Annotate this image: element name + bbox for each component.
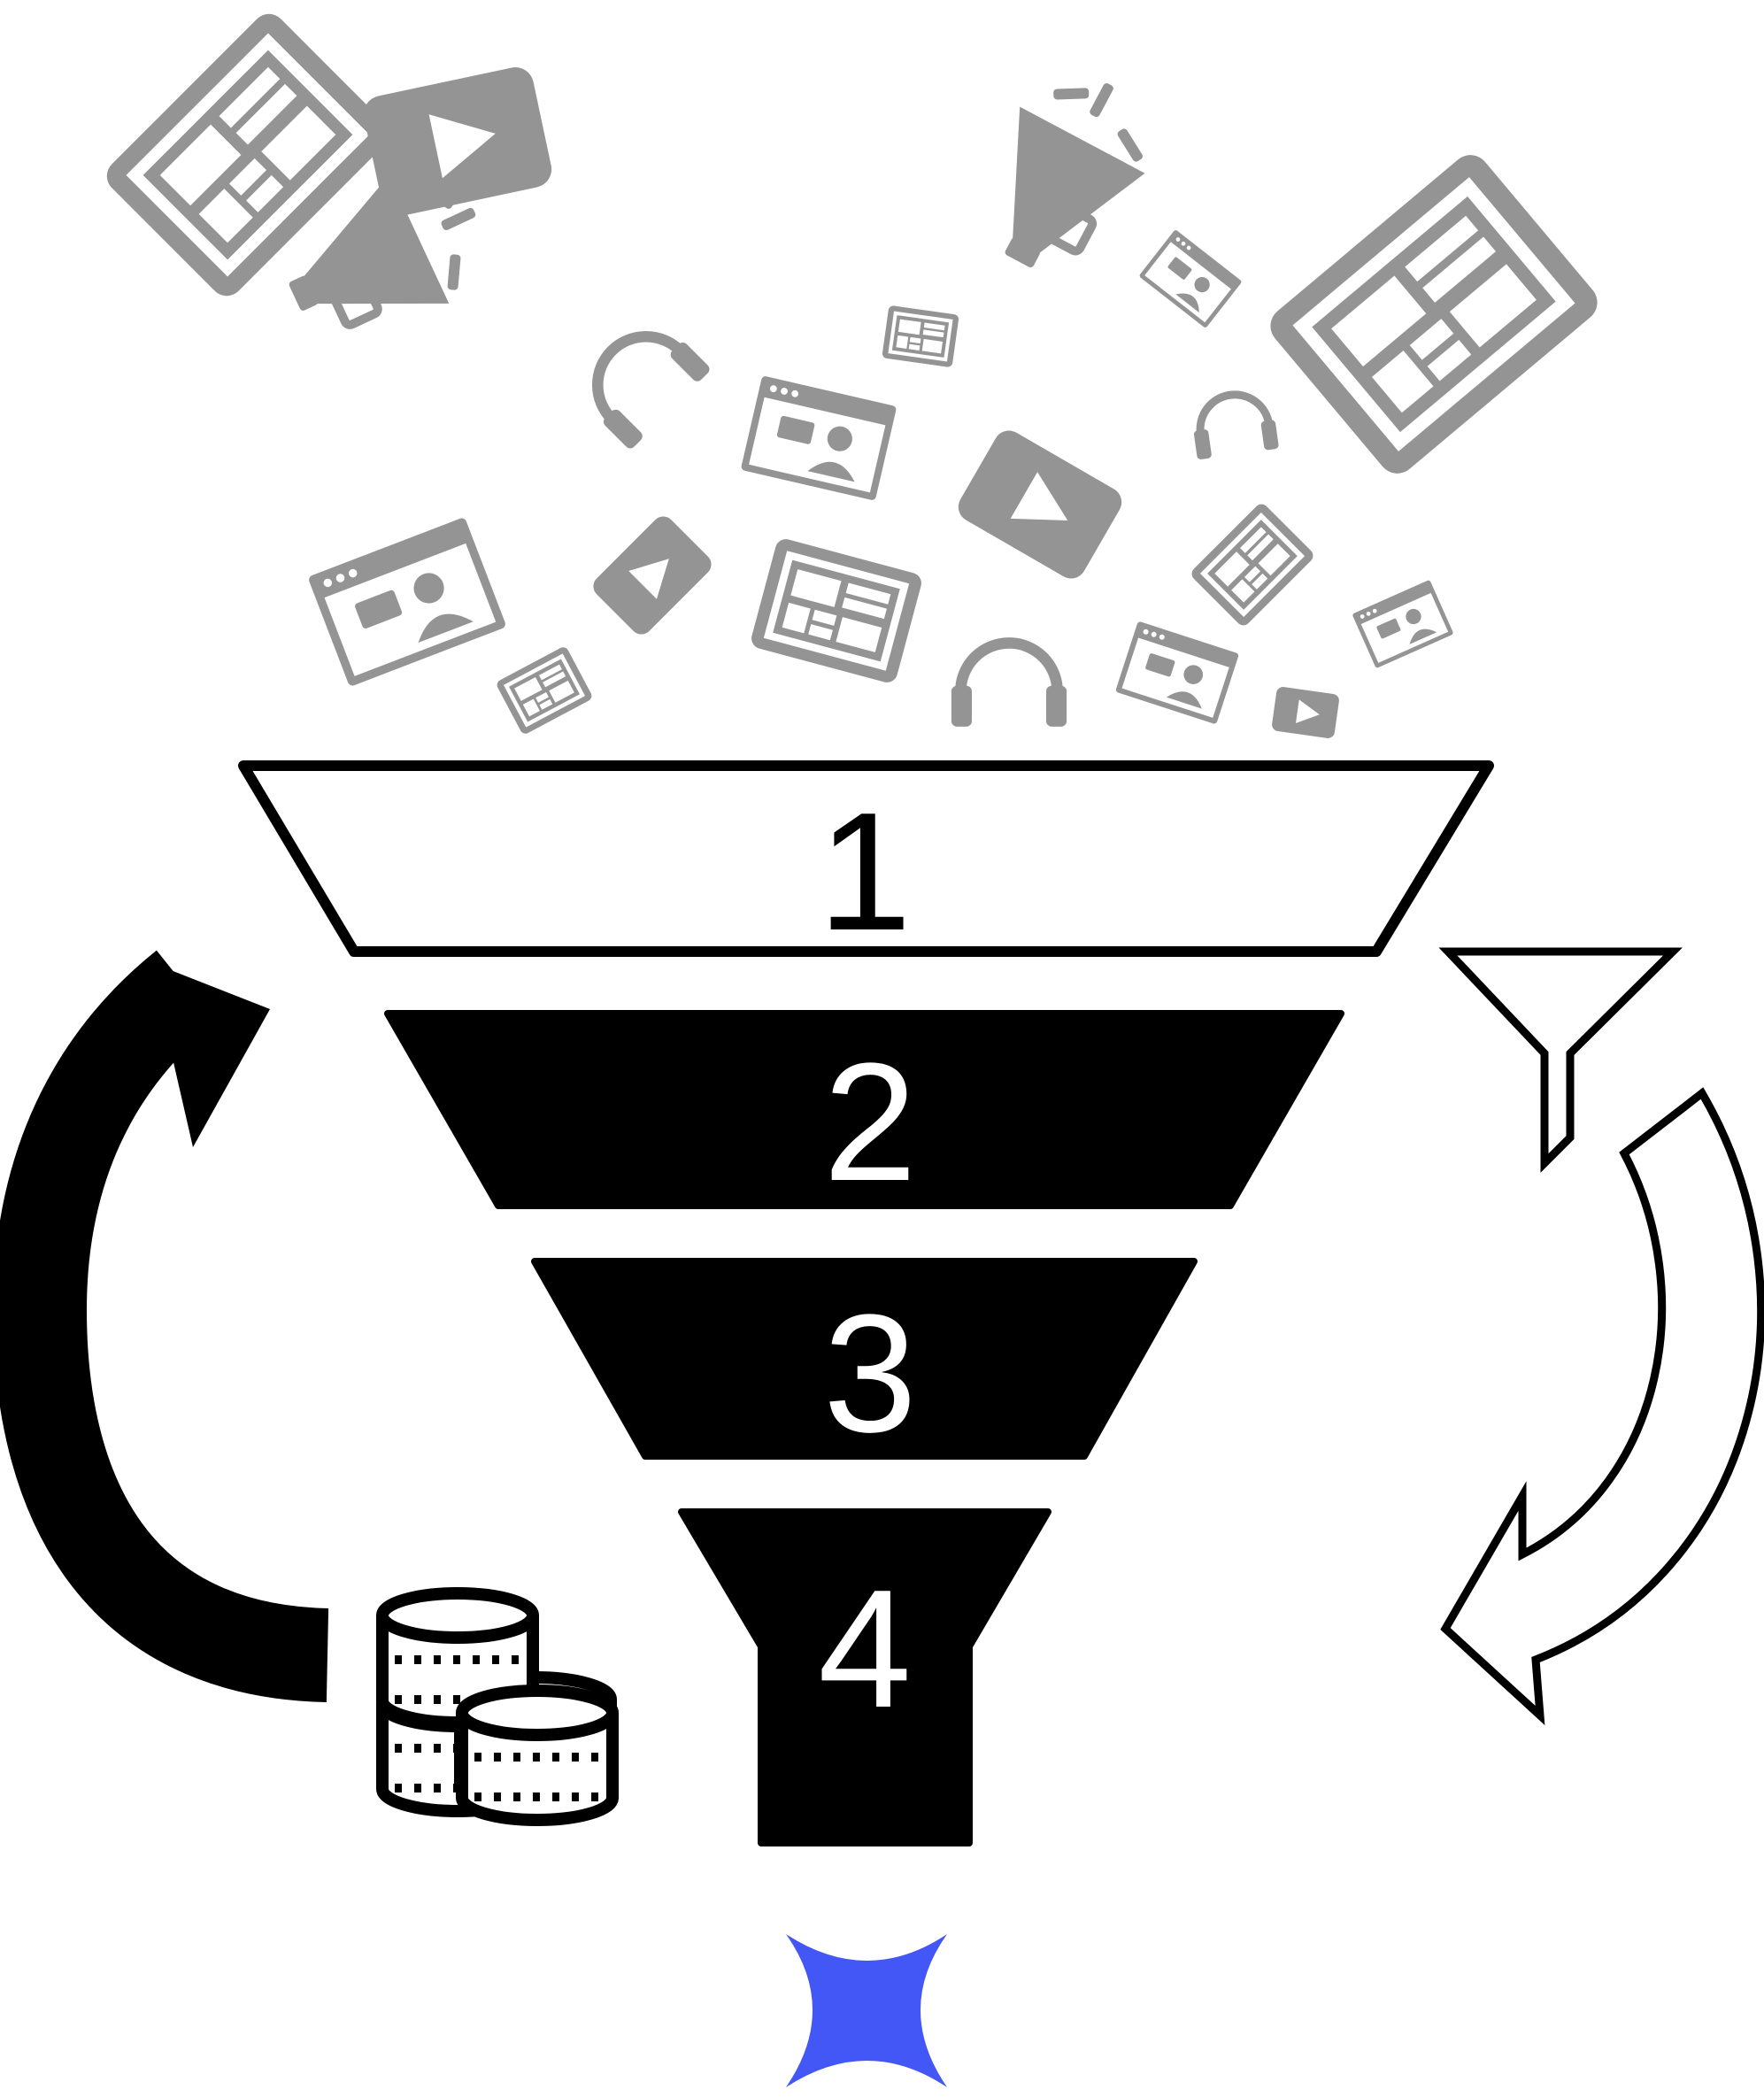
video-play-icon <box>1271 686 1340 739</box>
stage-4-label: 4 <box>818 1555 912 1743</box>
newspaper-icon <box>495 645 594 736</box>
funnel-stage-2 <box>384 1010 1344 1209</box>
headphones-icon <box>1190 389 1279 460</box>
video-play-icon <box>589 512 716 639</box>
newspaper-icon <box>882 305 959 368</box>
newspaper-icon <box>1189 501 1316 628</box>
video-chat-icon <box>1138 228 1243 329</box>
funnel-stage-4 <box>678 1508 1051 1846</box>
video-chat-icon <box>1114 621 1240 725</box>
filter-icon <box>1438 947 1683 1173</box>
stage-2-label: 2 <box>823 1029 917 1216</box>
funnel-stage-3 <box>531 1258 1198 1460</box>
content-icons <box>99 6 1606 739</box>
stage-3-label: 3 <box>823 1280 917 1468</box>
video-chat-icon <box>740 375 897 501</box>
funnel-stage-1 <box>238 760 1494 957</box>
coins-icon <box>382 1593 612 1820</box>
curved-arrow-down-icon <box>1440 1087 1764 1726</box>
headphones-icon <box>571 310 712 451</box>
video-chat-icon <box>1352 579 1454 669</box>
video-chat-icon <box>307 516 507 688</box>
megaphone-icon <box>955 52 1174 295</box>
video-play-icon <box>952 425 1128 584</box>
headphones-icon <box>951 643 1067 727</box>
newspaper-icon <box>1262 147 1606 482</box>
curved-arrow-up-icon <box>0 950 329 1702</box>
star-logo-icon <box>786 1934 947 2087</box>
newspaper-icon <box>749 536 924 685</box>
stage-1-label: 1 <box>818 778 912 966</box>
funnel: 1 2 3 4 <box>238 760 1494 1846</box>
